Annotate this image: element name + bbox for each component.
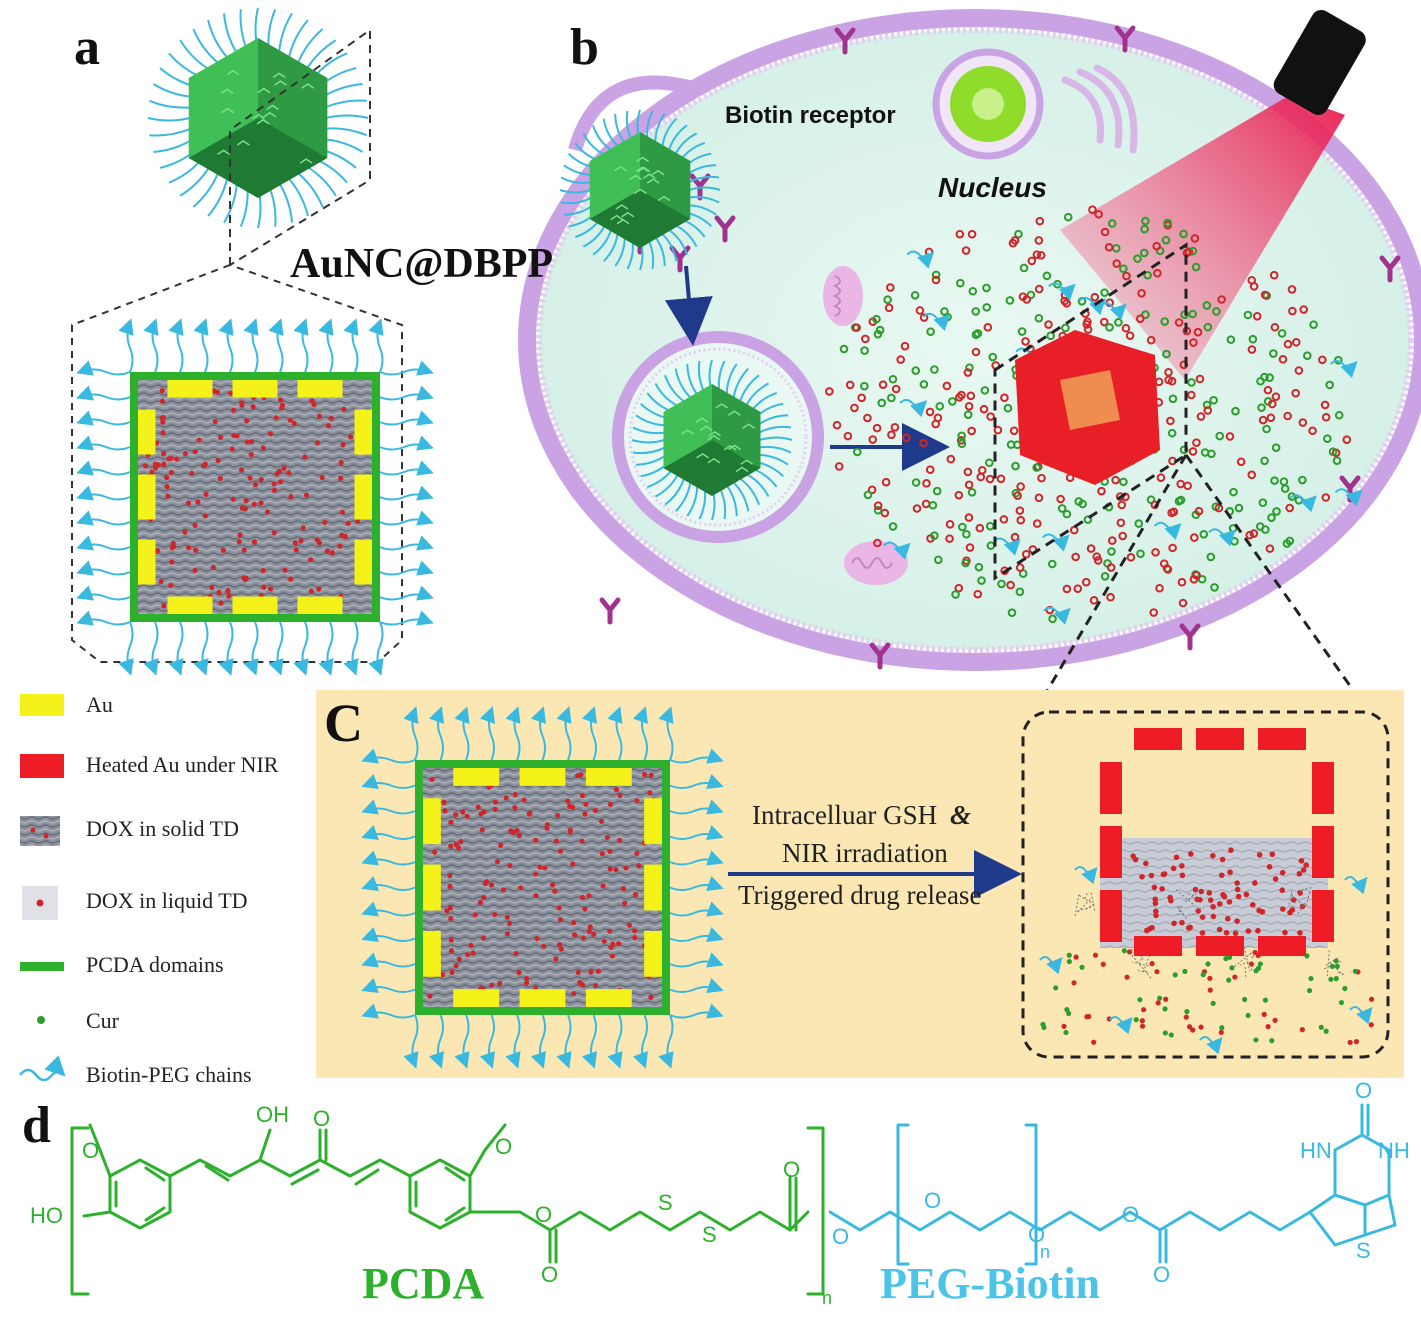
nucleus bbox=[932, 48, 1044, 160]
legend-label-6: Biotin-PEG chains bbox=[86, 1062, 252, 1087]
atom-s-2: S bbox=[702, 1222, 717, 1247]
atom-o-carbonyl-1: O bbox=[541, 1262, 559, 1287]
nanocarrier-in-endosome bbox=[631, 359, 793, 521]
heated-nanocarrier bbox=[1015, 330, 1160, 485]
atom-o-methoxy-left: O bbox=[82, 1138, 100, 1163]
atom-nh-biotin: NH bbox=[1378, 1138, 1410, 1163]
cross-section-a bbox=[76, 318, 434, 676]
atom-s-1: S bbox=[658, 1190, 673, 1215]
peg-biotin-label: PEG-Biotin bbox=[880, 1259, 1101, 1308]
legend-label-4: PCDA domains bbox=[86, 952, 224, 977]
cut-plane bbox=[229, 28, 371, 266]
nir-beam bbox=[1060, 95, 1345, 380]
nanocarrier-entering bbox=[559, 109, 721, 271]
legend-label-3: DOX in liquid TD bbox=[86, 888, 248, 913]
panel-label-a: a bbox=[74, 19, 100, 76]
flashlight-icon bbox=[1273, 9, 1366, 115]
zoom-line-right bbox=[1184, 454, 1387, 736]
mitochondrion-1 bbox=[823, 266, 863, 326]
cell-diagram bbox=[518, 9, 1421, 671]
mitochondrion-2 bbox=[844, 541, 908, 585]
yellow-rect-icon bbox=[20, 694, 64, 716]
panel-a-cube bbox=[71, 7, 403, 663]
atom-ho-left: HO bbox=[30, 1203, 63, 1228]
panel-label-c: C bbox=[324, 693, 363, 753]
panel-label-d: d bbox=[22, 1097, 51, 1154]
release-text-line2: NIR irradiation bbox=[782, 838, 948, 868]
atom-o-carbonyl-2: O bbox=[783, 1157, 801, 1182]
atom-o-methoxy-right: O bbox=[495, 1134, 513, 1159]
cell-membrane-outer bbox=[518, 9, 1421, 671]
red-rect-icon bbox=[20, 754, 64, 778]
legend-label-5: Cur bbox=[86, 1008, 119, 1033]
atom-o-ester: O bbox=[535, 1202, 553, 1227]
legend-icons bbox=[19, 694, 66, 1082]
endosome bbox=[612, 331, 824, 543]
release-frame bbox=[1021, 710, 1390, 1059]
nanocarrier-label: AuNC@DBPP bbox=[290, 241, 554, 287]
endocytosis-site bbox=[559, 75, 721, 271]
arrow-down bbox=[664, 265, 713, 346]
legend-label-0: Au bbox=[86, 692, 113, 717]
released-state bbox=[1021, 710, 1390, 1059]
release-text-line3: Triggered drug release bbox=[738, 880, 982, 910]
cross-section-c bbox=[361, 706, 724, 1069]
golgi bbox=[1061, 64, 1138, 154]
atom-o-peg-3: O bbox=[1028, 1222, 1046, 1247]
legend-label-2: DOX in solid TD bbox=[86, 816, 239, 841]
atom-o-biotin: O bbox=[1355, 1078, 1373, 1103]
atom-o-peg-1: O bbox=[832, 1224, 850, 1249]
atom-n-peg: n bbox=[1040, 1242, 1051, 1262]
heated-au-blocks bbox=[1100, 728, 1334, 956]
release-text-line1: Intracelluar GSH & bbox=[752, 800, 971, 831]
atom-o-peg-ester: O bbox=[1122, 1202, 1140, 1227]
legend-label-1: Heated Au under NIR bbox=[86, 752, 279, 777]
atom-o-peg-2: O bbox=[924, 1188, 942, 1213]
atom-oh-center: OH bbox=[256, 1102, 289, 1127]
zoom-callout-a bbox=[71, 264, 403, 663]
atom-o-keto: O bbox=[313, 1106, 331, 1131]
nanocarrier-3d bbox=[147, 7, 369, 229]
atom-s-biotin: S bbox=[1356, 1238, 1371, 1263]
zoom-line-left bbox=[1028, 454, 1188, 721]
biotin-receptor-label: Biotin receptor bbox=[725, 102, 896, 129]
pcda-label: PCDA bbox=[362, 1259, 485, 1308]
green-dot-icon bbox=[37, 1016, 45, 1024]
atom-o-peg-carbonyl: O bbox=[1153, 1262, 1171, 1287]
panel-label-b: b bbox=[570, 19, 599, 76]
green-bar-icon bbox=[20, 962, 64, 971]
atom-n-pcda: n bbox=[822, 1288, 833, 1308]
release-line1-text: Intracelluar GSH bbox=[752, 800, 938, 830]
chemical-structure bbox=[70, 1103, 1397, 1296]
atom-hn-biotin: HN bbox=[1300, 1138, 1332, 1163]
release-amp: & bbox=[949, 800, 971, 830]
solid-td-icon bbox=[20, 816, 60, 846]
cyan-wave-arrow-icon bbox=[19, 1055, 66, 1082]
nucleus-label: Nucleus bbox=[938, 172, 1047, 203]
zoom-frame bbox=[993, 242, 1188, 581]
